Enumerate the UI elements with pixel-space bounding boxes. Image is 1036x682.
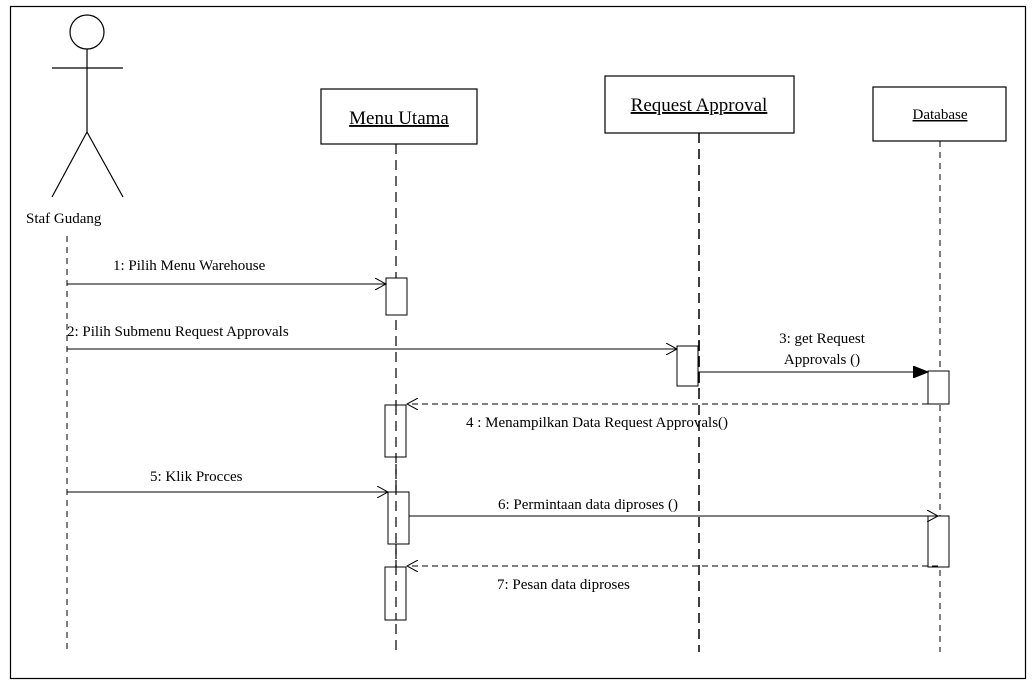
message-label-line-2: Approvals ()	[784, 352, 860, 368]
message-label: 4 : Menampilkan Data Request Approvals()	[466, 415, 728, 431]
object-box	[320, 88, 478, 145]
object-request-approval: Request Approval	[604, 75, 795, 134]
object-box	[872, 86, 1007, 142]
object-menu-utama: Menu Utama	[320, 88, 478, 145]
message-7: 7: Pesan data diproses	[407, 566, 938, 593]
actor-right-leg	[86, 131, 124, 198]
object-label: Menu Utama	[349, 108, 449, 129]
message-label-line-1: 3: get Request	[779, 331, 866, 347]
message-label: 5: Klik Procces	[150, 469, 243, 485]
message-label: 2: Pilih Submenu Request Approvals	[67, 324, 289, 340]
activation-database-1	[927, 370, 950, 405]
activation-request-approval	[676, 345, 699, 387]
message-6: 6: Permintaan data diproses ()	[409, 497, 938, 516]
message-label: 6: Permintaan data diproses ()	[498, 497, 678, 513]
object-label: Database	[913, 107, 968, 123]
message-3: 3: get Request Approvals ()	[698, 331, 928, 372]
message-2: 2: Pilih Submenu Request Approvals	[67, 324, 677, 349]
actor-head-icon	[69, 14, 105, 50]
activation-database-2	[927, 515, 950, 568]
message-label: 7: Pesan data diproses	[497, 577, 630, 593]
actor-staf-gudang: Staf Gudang	[26, 14, 124, 227]
object-label: Request Approval	[631, 95, 768, 116]
object-database: Database	[872, 86, 1007, 142]
actor-label: Staf Gudang	[26, 211, 102, 227]
diagram-border	[9, 5, 1027, 680]
activation-menu-utama-3	[387, 491, 410, 545]
message-4: 4 : Menampilkan Data Request Approvals()	[407, 404, 938, 431]
message-1: 1: Pilih Menu Warehouse	[67, 258, 386, 284]
actor-left-leg	[51, 131, 88, 198]
activation-menu-utama-1	[385, 277, 408, 316]
message-label: 1: Pilih Menu Warehouse	[113, 258, 266, 274]
object-box	[604, 75, 795, 134]
message-5: 5: Klik Procces	[67, 469, 388, 492]
